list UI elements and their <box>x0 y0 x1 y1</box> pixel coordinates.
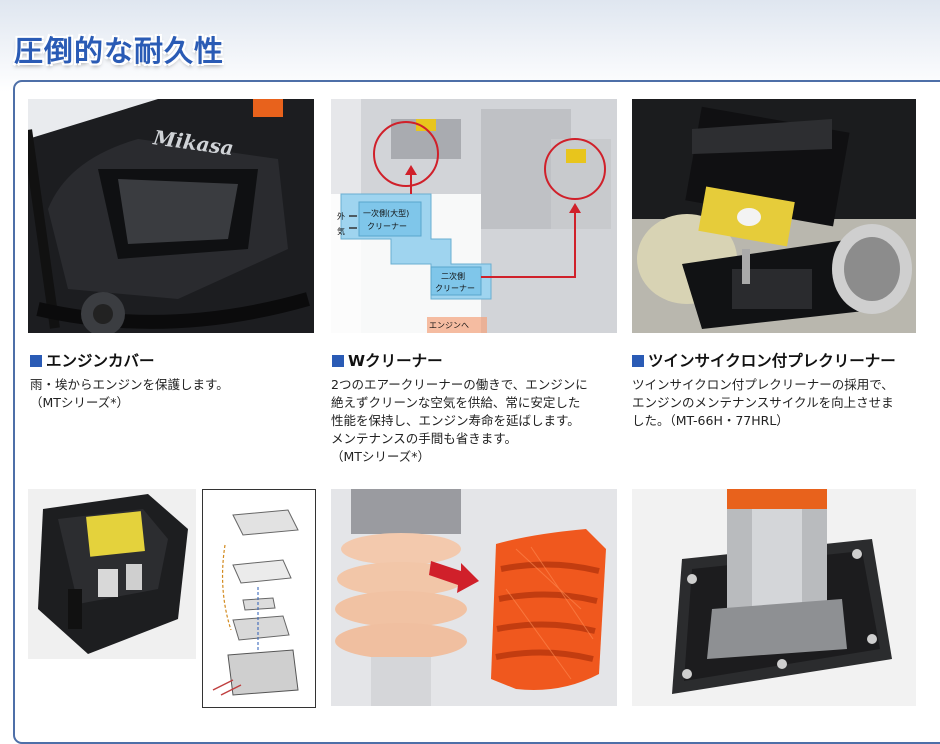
desc-pre-cleaner: ツインサイクロン付プレクリーナーの採用で、 エンジンのメンテナンスサイクルを向上… <box>632 376 894 430</box>
secondary-cleaner-label: 二次側 <box>441 271 465 281</box>
heading-text: エンジンカバー <box>46 352 155 370</box>
assembly-diagram-photo <box>202 489 316 708</box>
desc-w-cleaner: 2つのエアークリーナーの働きで、エンジンに 絶えずクリーンな空気を供給、常に安定… <box>331 376 588 466</box>
primary-cleaner-label: クリーナー <box>367 222 407 231</box>
desc-line: （MTシリーズ*） <box>331 449 431 464</box>
outside-air-label: 気 <box>337 226 345 236</box>
heading-text: ツインサイクロン付プレクリーナー <box>648 352 896 370</box>
outside-air-label: 外 <box>337 211 345 221</box>
bullet-square-icon <box>332 355 344 367</box>
desc-engine-cover: 雨・埃からエンジンを保護します。 （MTシリーズ*） <box>30 376 229 412</box>
engine-cover-part-photo <box>28 489 196 659</box>
bullet-square-icon <box>632 355 644 367</box>
bellows-photo <box>331 489 617 706</box>
desc-line: エンジンのメンテナンスサイクルを向上させま <box>632 395 894 410</box>
pre-cleaner-photo <box>632 99 916 333</box>
to-engine-label: エンジンへ <box>429 321 469 330</box>
heading-pre-cleaner: ツインサイクロン付プレクリーナー <box>632 349 896 371</box>
page-title: 圧倒的な耐久性 <box>14 34 225 68</box>
desc-line: 絶えずクリーンな空気を供給、常に安定した <box>331 395 581 410</box>
primary-cleaner-label: 一次側(大型) <box>363 208 409 218</box>
desc-line: 性能を保持し、エンジン寿命を延ばします。 <box>331 413 580 428</box>
desc-line: （MTシリーズ*） <box>30 395 130 410</box>
desc-line: メンテナンスの手間も省きます。 <box>331 431 518 446</box>
heading-text: Wクリーナー <box>348 352 443 370</box>
heading-engine-cover: エンジンカバー <box>30 349 155 371</box>
desc-line: 2つのエアークリーナーの働きで、エンジンに <box>331 377 588 392</box>
secondary-cleaner-label: クリーナー <box>435 284 475 293</box>
desc-line: 雨・埃からエンジンを保護します。 <box>30 377 229 392</box>
bullet-square-icon <box>30 355 42 367</box>
w-cleaner-photo: 外 気 一次側(大型) クリーナー 二次側 クリーナー エンジンへ <box>331 99 617 333</box>
heading-w-cleaner: Wクリーナー <box>332 349 443 371</box>
engine-cover-photo: Mikasa <box>28 99 314 333</box>
base-plate-photo <box>632 489 916 706</box>
desc-line: した。（MT-66H・77HRL） <box>632 413 789 428</box>
header-band <box>0 0 940 92</box>
desc-line: ツインサイクロン付プレクリーナーの採用で、 <box>632 377 894 392</box>
